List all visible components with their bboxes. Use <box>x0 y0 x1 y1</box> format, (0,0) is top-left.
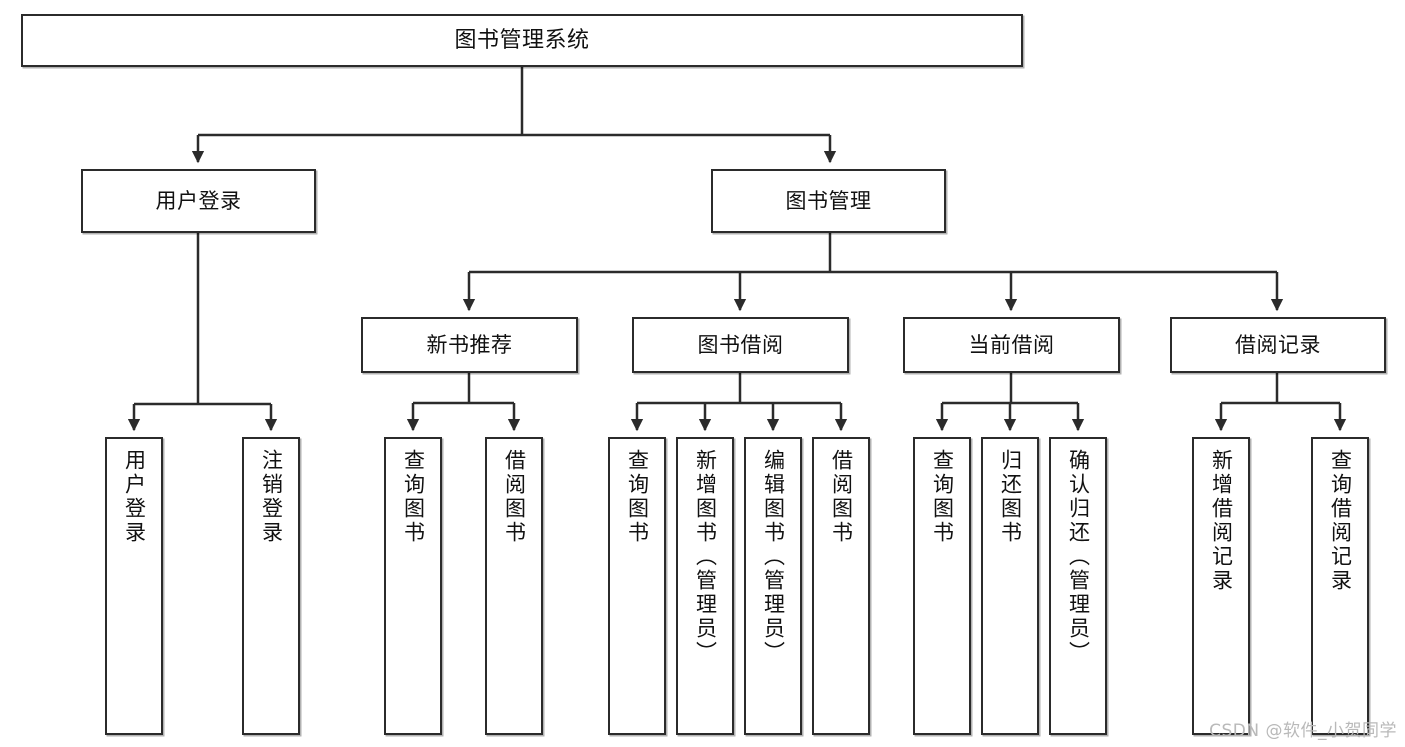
node-current-borrow-label: 当前借阅 <box>968 332 1055 357</box>
leaf-add-book-admin[interactable]: 新增图书（管理员） <box>676 437 734 735</box>
leaf-confirm-return-admin[interactable]: 确认归还（管理员） <box>1049 437 1107 735</box>
node-book-borrow[interactable]: 图书借阅 <box>632 317 849 373</box>
leaf-user-login[interactable]: 用户登录 <box>105 437 163 735</box>
node-borrow-records[interactable]: 借阅记录 <box>1170 317 1386 373</box>
node-book-management-label: 图书管理 <box>785 188 872 213</box>
leaf-add-borrow-record[interactable]: 新增借阅记录 <box>1192 437 1250 735</box>
leaf-add-book-admin-label: 新增图书（管理员） <box>693 449 718 665</box>
node-new-book-recommend-label: 新书推荐 <box>426 332 513 357</box>
leaf-query-book-current[interactable]: 查询图书 <box>913 437 971 735</box>
leaf-query-book-borrow[interactable]: 查询图书 <box>608 437 666 735</box>
leaf-return-book-label: 归还图书 <box>998 449 1023 545</box>
leaf-query-borrow-record-label: 查询借阅记录 <box>1328 449 1353 593</box>
leaf-query-book-current-label: 查询图书 <box>930 449 955 545</box>
leaf-borrow-book-label: 借阅图书 <box>829 449 854 545</box>
leaf-user-login-label: 用户登录 <box>122 449 147 545</box>
leaf-borrow-book[interactable]: 借阅图书 <box>812 437 870 735</box>
node-current-borrow[interactable]: 当前借阅 <box>903 317 1120 373</box>
node-new-book-recommend[interactable]: 新书推荐 <box>361 317 578 373</box>
node-book-management[interactable]: 图书管理 <box>711 169 946 233</box>
leaf-borrow-book-newbooks-label: 借阅图书 <box>502 449 527 545</box>
leaf-logout[interactable]: 注销登录 <box>242 437 300 735</box>
leaf-query-book-newbooks-label: 查询图书 <box>401 449 426 545</box>
leaf-confirm-return-admin-label: 确认归还（管理员） <box>1066 449 1091 665</box>
leaf-borrow-book-newbooks[interactable]: 借阅图书 <box>485 437 543 735</box>
leaf-edit-book-admin[interactable]: 编辑图书（管理员） <box>744 437 802 735</box>
node-user-login[interactable]: 用户登录 <box>81 169 316 233</box>
leaf-query-borrow-record[interactable]: 查询借阅记录 <box>1311 437 1369 735</box>
leaf-edit-book-admin-label: 编辑图书（管理员） <box>761 449 786 665</box>
node-root-label: 图书管理系统 <box>454 27 590 53</box>
leaf-logout-label: 注销登录 <box>259 449 284 545</box>
node-book-borrow-label: 图书借阅 <box>697 332 784 357</box>
leaf-query-book-newbooks[interactable]: 查询图书 <box>384 437 442 735</box>
leaf-add-borrow-record-label: 新增借阅记录 <box>1209 449 1234 593</box>
node-user-login-label: 用户登录 <box>155 188 242 213</box>
node-root[interactable]: 图书管理系统 <box>21 14 1023 67</box>
leaf-return-book[interactable]: 归还图书 <box>981 437 1039 735</box>
leaf-query-book-borrow-label: 查询图书 <box>625 449 650 545</box>
node-borrow-records-label: 借阅记录 <box>1235 332 1321 357</box>
